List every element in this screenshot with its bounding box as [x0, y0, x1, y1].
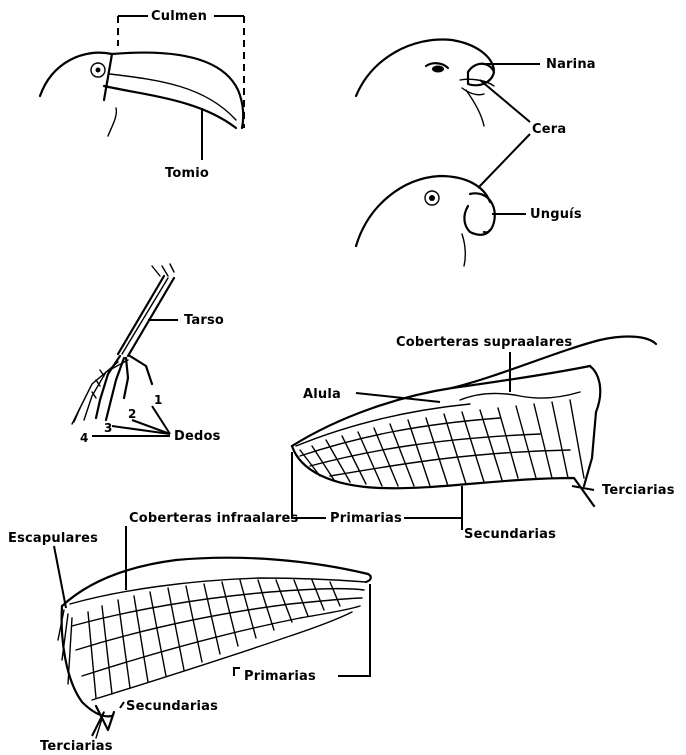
label-alula: Alula	[303, 387, 341, 402]
upper-wing-drawing	[292, 337, 656, 530]
label-tarso: Tarso	[184, 313, 224, 328]
label-toe-4: 4	[80, 431, 89, 445]
label-primarias-upper: Primarias	[330, 511, 402, 526]
label-coberteras-supraalares: Coberteras supraalares	[396, 335, 572, 350]
label-tomio: Tomio	[165, 166, 209, 181]
parrot-head-drawing	[356, 80, 530, 266]
label-terciarias-lower: Terciarias	[40, 739, 113, 754]
label-secundarias-lower: Secundarias	[126, 699, 218, 714]
label-culmen: Culmen	[151, 9, 207, 24]
label-coberteras-infraalares: Coberteras infraalares	[129, 511, 298, 526]
bird-leg-drawing	[72, 264, 178, 436]
toucan-head-drawing	[40, 16, 244, 160]
label-narina: Narina	[546, 57, 596, 72]
pigeon-head-drawing	[356, 40, 540, 126]
label-dedos: Dedos	[174, 429, 221, 444]
label-escapulares: Escapulares	[8, 531, 98, 546]
label-toe-3: 3	[104, 421, 113, 435]
label-unguis: Unguís	[530, 207, 582, 222]
label-cera: Cera	[532, 122, 566, 137]
label-primarias-lower: Primarias	[244, 669, 316, 684]
label-secundarias-upper: Secundarias	[464, 527, 556, 542]
label-terciarias-upper: Terciarias	[602, 483, 675, 498]
label-toe-1: 1	[154, 393, 163, 407]
label-toe-2: 2	[128, 407, 137, 421]
